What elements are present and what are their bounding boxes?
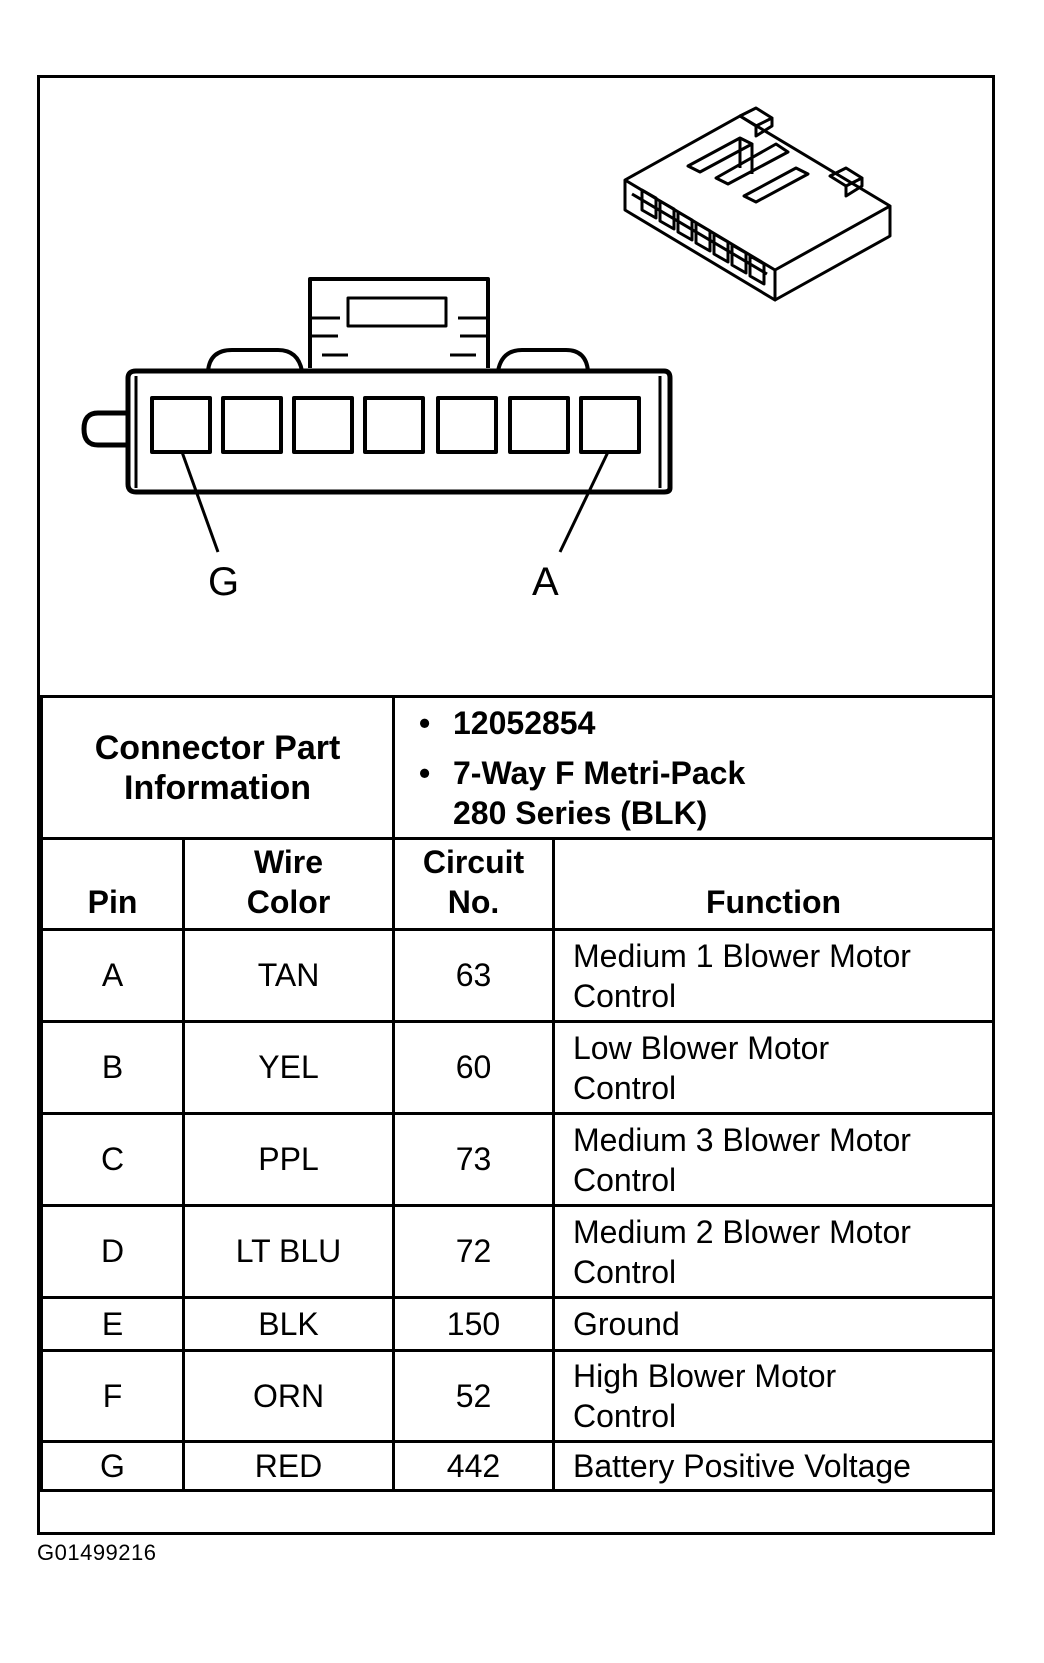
header-wire-color: Wire Color (182, 837, 395, 931)
function-cell: Battery Positive Voltage (551, 1440, 996, 1492)
wire-color-cell: ORN (182, 1349, 395, 1443)
connector-part-info-row: Connector Part Information 12052854 7-Wa… (40, 695, 996, 840)
header-function-text: Function (705, 884, 842, 920)
pin-cell: G (40, 1440, 185, 1492)
wire-color-cell: BLK (182, 1296, 395, 1352)
function-line1: Battery Positive Voltage (573, 1448, 911, 1484)
header-pin-text: Pin (87, 884, 138, 920)
function-line1: Medium 2 Blower Motor (573, 1213, 911, 1250)
function-line1: High Blower Motor (573, 1358, 837, 1394)
function-line1: Medium 3 Blower Motor (573, 1121, 911, 1158)
connector-face-view (81, 106, 892, 553)
function-line1: Medium 1 Blower Motor (573, 937, 911, 974)
wire-color-cell: YEL (182, 1020, 395, 1115)
function-line2: Control (573, 1253, 677, 1290)
circuit-cell: 52 (392, 1349, 555, 1443)
pin-cell: C (40, 1112, 185, 1207)
part-description-line1: 7-Way F Metri-Pack (453, 754, 746, 791)
part-number: 12052854 (419, 703, 992, 743)
function-line2: Control (573, 1398, 677, 1434)
function-line2: Control (573, 977, 677, 1014)
cpi-title-line2: Information (124, 768, 311, 807)
circuit-cell: 60 (392, 1020, 555, 1115)
function-line1: Low Blower Motor (573, 1029, 830, 1066)
pin-cell: B (40, 1020, 185, 1115)
header-function: Function (551, 837, 996, 931)
header-pin: Pin (40, 837, 185, 931)
header-circuit: Circuit No. (392, 837, 555, 931)
connector-info-table: Connector Part Information 12052854 7-Wa… (40, 695, 996, 1492)
pin-cell: D (40, 1204, 185, 1299)
connector-isometric-icon (623, 106, 892, 302)
pin-cell: E (40, 1296, 185, 1352)
circuit-cell: 73 (392, 1112, 555, 1207)
header-wire-line2: Color (246, 884, 331, 920)
connector-figure: G A Connector Part Information 12052854 … (37, 75, 996, 1535)
function-line2: Control (573, 1161, 677, 1198)
pin-a-label: A (532, 560, 559, 604)
header-circuit-line1: Circuit (422, 844, 525, 880)
part-description-line2: 280 Series (BLK) (453, 794, 708, 831)
circuit-cell: 63 (392, 928, 555, 1023)
part-description: 7-Way F Metri-Pack 280 Series (BLK) (419, 753, 992, 833)
header-circuit-line2: No. (447, 884, 500, 920)
pin-cell: A (40, 928, 185, 1023)
table-header-row: Pin Wire Color Circuit No. Function (40, 837, 996, 931)
wire-color-cell: PPL (182, 1112, 395, 1207)
circuit-cell: 150 (392, 1296, 555, 1352)
connector-part-info-title: Connector Part Information (40, 695, 395, 840)
figure-id: G01499216 (37, 1540, 157, 1565)
wire-color-cell: TAN (182, 928, 395, 1023)
circuit-cell: 442 (392, 1440, 555, 1492)
wire-color-cell: LT BLU (182, 1204, 395, 1299)
cpi-title-line1: Connector Part (94, 728, 341, 767)
function-line1: Ground (573, 1306, 680, 1342)
function-line2: Control (573, 1069, 677, 1106)
header-wire-line1: Wire (253, 844, 324, 880)
circuit-cell: 72 (392, 1204, 555, 1299)
connector-part-info-details: 12052854 7-Way F Metri-Pack 280 Series (… (391, 695, 996, 840)
pin-g-label: G (208, 560, 240, 604)
connector-drawing: G A (40, 78, 992, 695)
wire-color-cell: RED (182, 1440, 395, 1492)
pin-cell: F (40, 1349, 185, 1443)
function-cell: Ground (551, 1296, 996, 1352)
